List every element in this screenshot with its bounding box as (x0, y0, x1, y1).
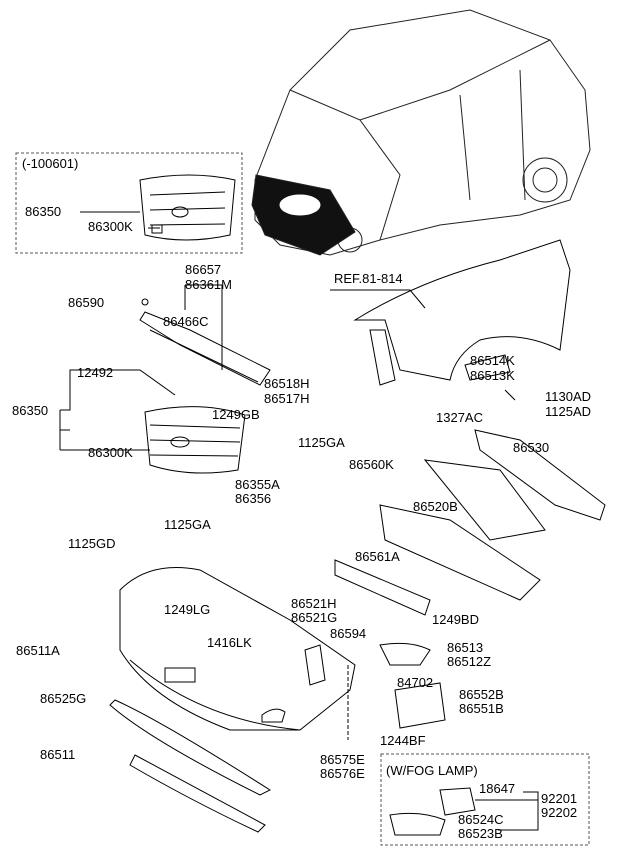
part-label: 86520B (413, 499, 458, 514)
part-label: 86466C (163, 314, 209, 329)
part-label: 86524C (458, 812, 504, 827)
part-label: 1416LK (207, 635, 252, 650)
part-label: 86512Z (447, 654, 492, 669)
part-label: 86551B (459, 701, 504, 716)
car-illustration (251, 9, 591, 256)
part-label: 86513K (470, 368, 515, 383)
part-label: 86552B (459, 687, 504, 702)
part-label: 86517H (264, 391, 310, 406)
part-label: 86300K (88, 445, 133, 460)
part-label: 92202 (541, 805, 578, 820)
part-label: 86525G (40, 691, 87, 706)
part-label: 86521H (291, 596, 337, 611)
part-label: 1249GB (212, 407, 260, 422)
part-label: 1125GA (164, 517, 211, 532)
part-label: 12492 (77, 365, 114, 380)
front-bumper (109, 567, 539, 836)
inset-top-title: (-100601) (22, 156, 79, 171)
part-label: 86523B (458, 826, 503, 841)
part-label: 86350 (25, 204, 62, 219)
part-label: 86356 (235, 491, 272, 506)
bumper-beam (334, 429, 606, 616)
part-label: 86511A (16, 643, 60, 658)
part-label: 86350 (12, 403, 49, 418)
part-label: 86521G (291, 610, 338, 625)
part-label: 86513 (447, 640, 484, 655)
part-label: 86511 (40, 747, 76, 762)
part-label: 84702 (397, 675, 434, 690)
part-label: 86575E (320, 752, 365, 767)
part-label: 86355A (235, 477, 280, 492)
part-label: 86657 (185, 262, 222, 277)
fender (330, 239, 571, 401)
part-label: 92201 (541, 791, 578, 806)
part-label: 86518H (264, 376, 310, 391)
part-label: 86576E (320, 766, 365, 781)
part-label: 86594 (330, 626, 367, 641)
inset-box-top (15, 152, 243, 254)
inset-box-fog (380, 753, 590, 846)
part-label: 1244BF (380, 733, 426, 748)
part-label: 1130AD (545, 389, 592, 404)
part-label: 1125AD (545, 404, 592, 419)
part-label: 86561A (355, 549, 400, 564)
part-label: 86530 (513, 440, 550, 455)
part-label: 1327AC (436, 410, 483, 425)
reference-label: REF.81-814 (334, 271, 403, 286)
part-label: 86560K (349, 457, 394, 472)
part-label: 1249LG (164, 602, 211, 617)
part-label: 18647 (479, 781, 516, 796)
part-label: 86514K (470, 353, 515, 368)
part-label: 1249BD (432, 612, 479, 627)
part-label: 1125GA (298, 435, 345, 450)
part-label: 1125GD (68, 536, 116, 551)
upper-bracket (139, 284, 271, 386)
part-label: 86590 (68, 295, 105, 310)
inset-fog-title: (W/FOG LAMP) (386, 763, 478, 778)
grille (59, 369, 246, 474)
part-label: 86361M (185, 277, 232, 292)
grille-inset (80, 174, 236, 241)
part-label: 86300K (88, 219, 133, 234)
